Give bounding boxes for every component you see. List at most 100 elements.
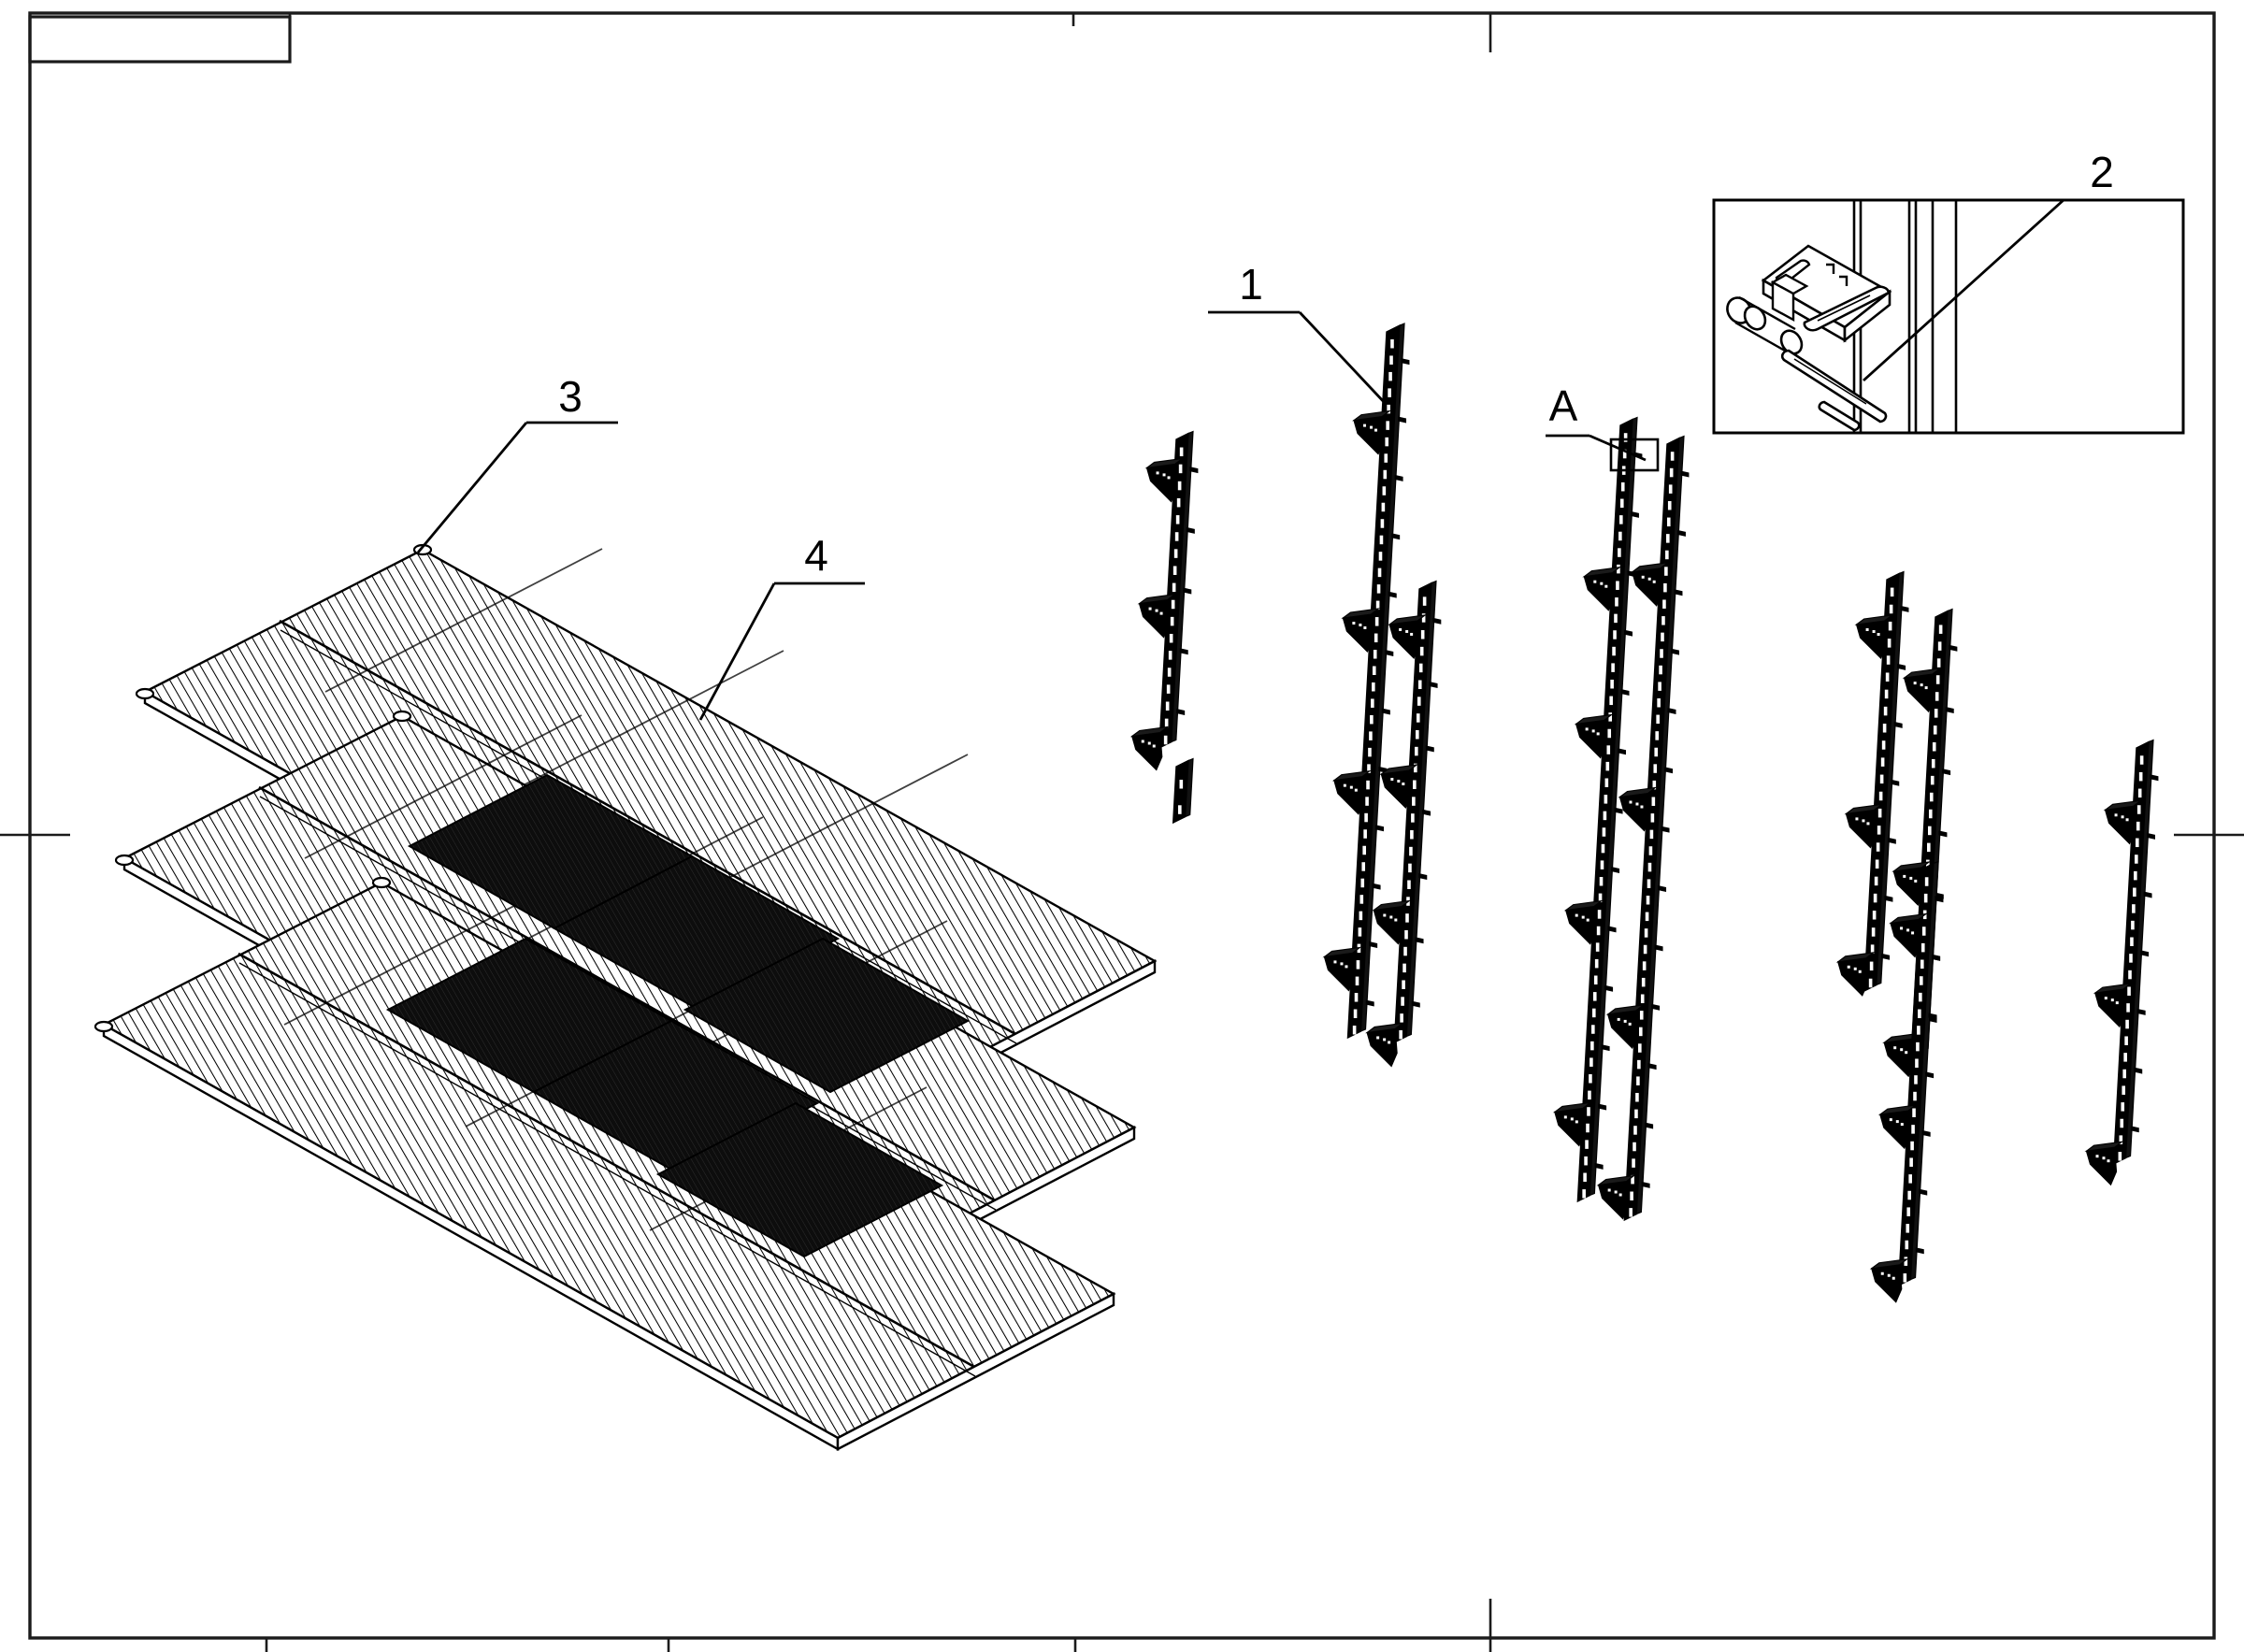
rail-web (2124, 739, 2154, 1159)
rail-slot (1588, 1090, 1591, 1100)
rail-slot (1873, 893, 1877, 903)
balloon-4-label: 4 (804, 531, 828, 580)
rail-slot (1370, 714, 1374, 725)
rail-slot (2139, 755, 2144, 765)
rail-slot (1422, 596, 1427, 606)
rail-slot (1937, 641, 1942, 651)
rail-slot (1659, 665, 1662, 675)
rail-slot (1352, 1025, 1357, 1035)
rail-slot (1926, 859, 1930, 869)
rail-tab (1618, 748, 1627, 755)
rail-tab (1921, 1129, 1931, 1137)
rail-slot (2127, 986, 2131, 996)
rail-tab (1915, 1247, 1924, 1255)
rail-tab (1945, 706, 1954, 713)
rail-slot (2132, 904, 2136, 913)
rail-slot (1877, 826, 1881, 835)
rail-slot (1409, 846, 1413, 856)
rail-slot (1653, 764, 1658, 773)
rail-slot (1407, 880, 1411, 889)
rail-bracket (1322, 946, 1362, 992)
rail-slot (1355, 976, 1359, 986)
rail-slot (1399, 1029, 1402, 1040)
rail-tab (1680, 470, 1690, 478)
rail-slot (1632, 1158, 1635, 1168)
rail-slot (1907, 1190, 1911, 1200)
rail-tab (1938, 830, 1948, 838)
rail-slot (1661, 632, 1664, 642)
rail-bracket (1596, 1174, 1636, 1220)
corrugated-deck-assembly (94, 543, 1158, 1452)
rail-face (1623, 437, 1680, 1222)
rail-slot (1372, 666, 1376, 676)
rail-slot (1410, 829, 1414, 840)
rail-slot (1652, 780, 1657, 790)
rail-bracket (1844, 803, 1884, 849)
rail-bracket (1379, 764, 1419, 810)
rail-slot (1910, 1141, 1914, 1151)
rail-slot (1619, 515, 1623, 524)
rail-tab (1620, 688, 1630, 696)
rail-slot (1359, 895, 1364, 904)
rail-slot (1938, 625, 1943, 634)
rail-tab (1887, 837, 1896, 844)
rail-slot (1387, 404, 1390, 414)
rail-tab (2150, 774, 2159, 782)
rail-tab (1891, 779, 1900, 786)
rail-slot (1587, 1107, 1590, 1116)
rail-slot (1414, 763, 1417, 773)
rail-tab (1176, 708, 1186, 715)
rail-tab (1881, 953, 1891, 960)
rail-slot (1179, 447, 1184, 457)
rail-slot (1927, 826, 1932, 836)
rail-bracket (1618, 786, 1658, 832)
rail-slot (1608, 712, 1612, 722)
rail-slot (1586, 1123, 1590, 1133)
rail-slot (1920, 942, 1925, 953)
rail-tab (1919, 1188, 1928, 1196)
rail-slot (1377, 567, 1382, 578)
rail-tab (1647, 1063, 1657, 1070)
rail-slot (1904, 1257, 1908, 1266)
rail-tab (1429, 682, 1438, 689)
rail-tab (1949, 644, 1958, 652)
rail-slot (2138, 771, 2143, 782)
rail-tab (2130, 1126, 2139, 1133)
rail-slot (1376, 584, 1381, 594)
rail-slot (1419, 646, 1424, 656)
rail-slot (1936, 658, 1941, 668)
rail-tab (1604, 984, 1614, 992)
rail-slot (1647, 879, 1651, 888)
rail-slot (2122, 1085, 2126, 1095)
rail-slot (1369, 731, 1373, 740)
rail-slot (1635, 1093, 1639, 1102)
rail-tab (1670, 648, 1679, 655)
mounting-rail (1835, 570, 1909, 997)
rail-slot (1623, 433, 1628, 442)
rail-slot (1871, 927, 1876, 937)
rail-slot (1906, 1207, 1911, 1216)
rail-slot (1879, 774, 1884, 784)
rail-slot (1413, 780, 1417, 789)
rail-slot (1405, 913, 1409, 923)
rail-slot (1176, 497, 1181, 508)
rail-slot (2134, 870, 2137, 881)
rail-tab (1432, 617, 1442, 625)
detail-view-A (1712, 198, 2185, 435)
rail-tab (2136, 1008, 2146, 1015)
rail-tab (1385, 650, 1394, 657)
rail-slot (1645, 912, 1649, 922)
rail-tab (1425, 745, 1434, 753)
rail-slot (1584, 1156, 1588, 1166)
rail-tab (1607, 926, 1617, 933)
rail-slot (1374, 617, 1379, 626)
rail-slot (1400, 1013, 1403, 1023)
rail-slot (1868, 978, 1873, 988)
rail-web (1635, 435, 1685, 1215)
rail-slot (1643, 944, 1647, 955)
rail-slot (1402, 963, 1406, 973)
rail-slot (1905, 1240, 1909, 1250)
rail-tab (1372, 883, 1381, 890)
rail-slot (1610, 679, 1614, 689)
